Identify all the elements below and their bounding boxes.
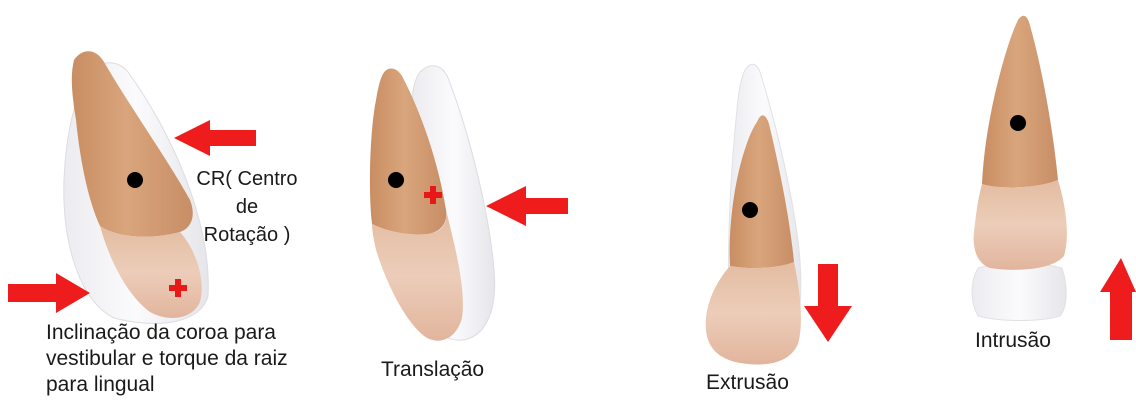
tooth-root [982,16,1058,188]
center-of-rotation-dot [742,202,758,218]
translation-caption: Translação [381,357,484,383]
tooth-crown [706,262,801,364]
center-of-rotation-dot [127,172,143,188]
force-arrow-left [174,120,256,156]
tipping-caption: Inclinação da coroa para vestibular e to… [46,320,326,398]
force-arrow-left [486,186,568,226]
center-of-rotation-dot [1010,115,1026,131]
center-of-rotation-label: CR( Centro de Rotação ) [183,165,311,249]
ghost-tooth [972,264,1066,321]
force-arrow-down [804,264,852,342]
center-of-rotation-dot [388,172,404,188]
force-arrow-right [8,273,90,313]
extrusion-caption: Extrusão [706,370,789,396]
force-arrow-up [1100,258,1136,340]
intrusion-caption: Intrusão [975,328,1051,354]
tooth-crown [974,180,1067,270]
tooth-figure-intrusion [972,16,1067,321]
